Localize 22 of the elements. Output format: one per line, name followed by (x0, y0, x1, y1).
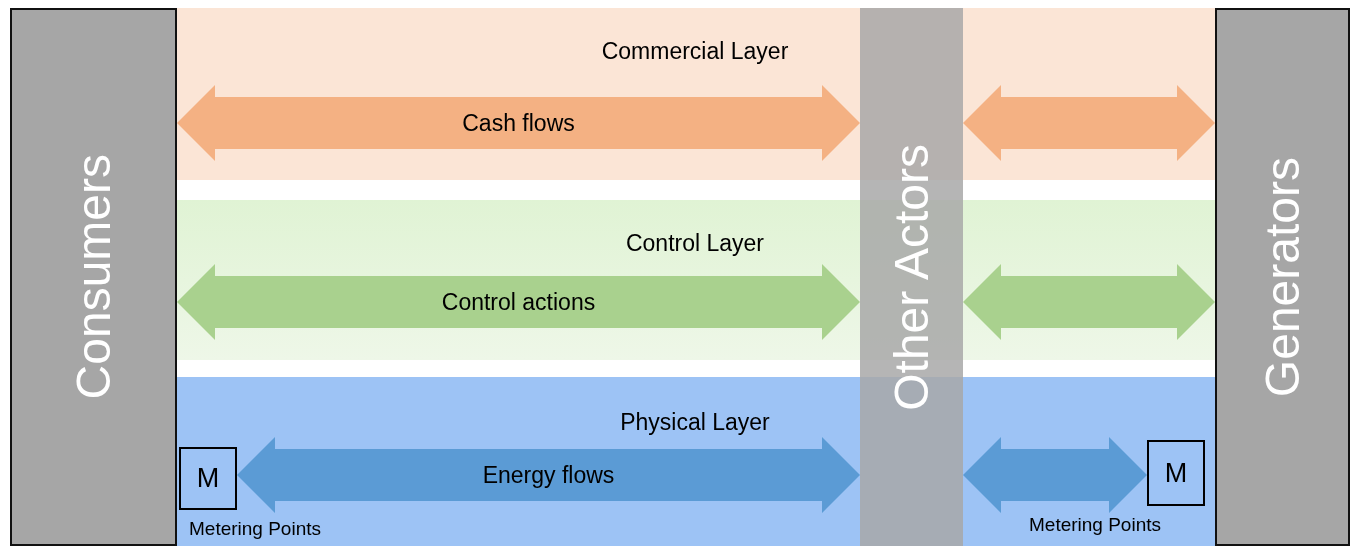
edge-label: Energy flows (482, 461, 615, 489)
meter-symbol: M (196, 463, 220, 494)
meter-caption: Metering Points (1029, 514, 1161, 536)
actor-box (10, 8, 177, 546)
meter-caption: Metering Points (189, 518, 321, 540)
actor-label: Consumers (69, 154, 118, 400)
actor-column (860, 8, 963, 546)
actor-box (1215, 8, 1350, 546)
edge-label: Cash flows (462, 109, 575, 137)
layer-title: Control Layer (625, 230, 765, 257)
double-arrow (963, 437, 1147, 513)
double-arrow (237, 437, 860, 513)
double-arrow (177, 264, 860, 340)
actor-label: Generators (1258, 156, 1307, 398)
layer-title: Physical Layer (620, 409, 770, 436)
double-arrow (963, 85, 1215, 161)
edge-label: Control actions (441, 288, 596, 316)
double-arrow (963, 264, 1215, 340)
layer-title: Commercial Layer (601, 38, 789, 65)
meter-symbol: M (1164, 457, 1188, 489)
double-arrow (177, 85, 860, 161)
actor-label: Other Actors (887, 143, 936, 411)
